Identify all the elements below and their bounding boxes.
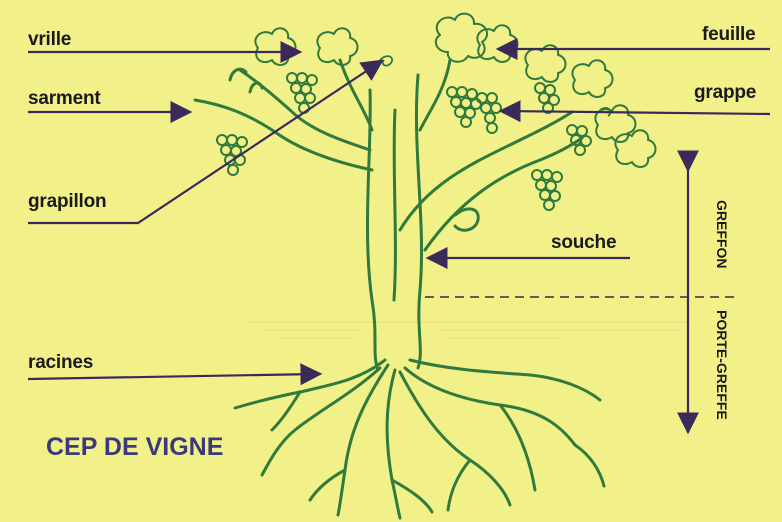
label-greffon: GREFFON bbox=[714, 200, 730, 268]
grape-bunch-lower bbox=[532, 170, 562, 210]
label-feuille: feuille bbox=[702, 24, 756, 46]
label-racines: racines bbox=[28, 352, 93, 374]
arrow-grappe bbox=[503, 111, 770, 114]
diagram-title: CEP DE VIGNE bbox=[46, 433, 223, 462]
trunk bbox=[195, 60, 582, 370]
label-porte-greffe: PORTE-GREFFE bbox=[714, 310, 730, 420]
grape-bunch-left bbox=[217, 135, 247, 175]
roots bbox=[235, 360, 604, 518]
label-sarment: sarment bbox=[28, 88, 101, 110]
arrow-racines bbox=[28, 374, 318, 379]
leaves bbox=[255, 14, 655, 167]
label-vrille: vrille bbox=[28, 29, 71, 51]
label-grappe: grappe bbox=[694, 82, 756, 104]
grape-bunch-right1 bbox=[447, 87, 481, 127]
grape-bunch-right3 bbox=[535, 83, 559, 113]
label-grapillon: grapillon bbox=[28, 191, 106, 213]
grape-bunch-right2 bbox=[477, 93, 501, 133]
label-souche: souche bbox=[551, 232, 616, 254]
tendrils bbox=[380, 56, 610, 116]
